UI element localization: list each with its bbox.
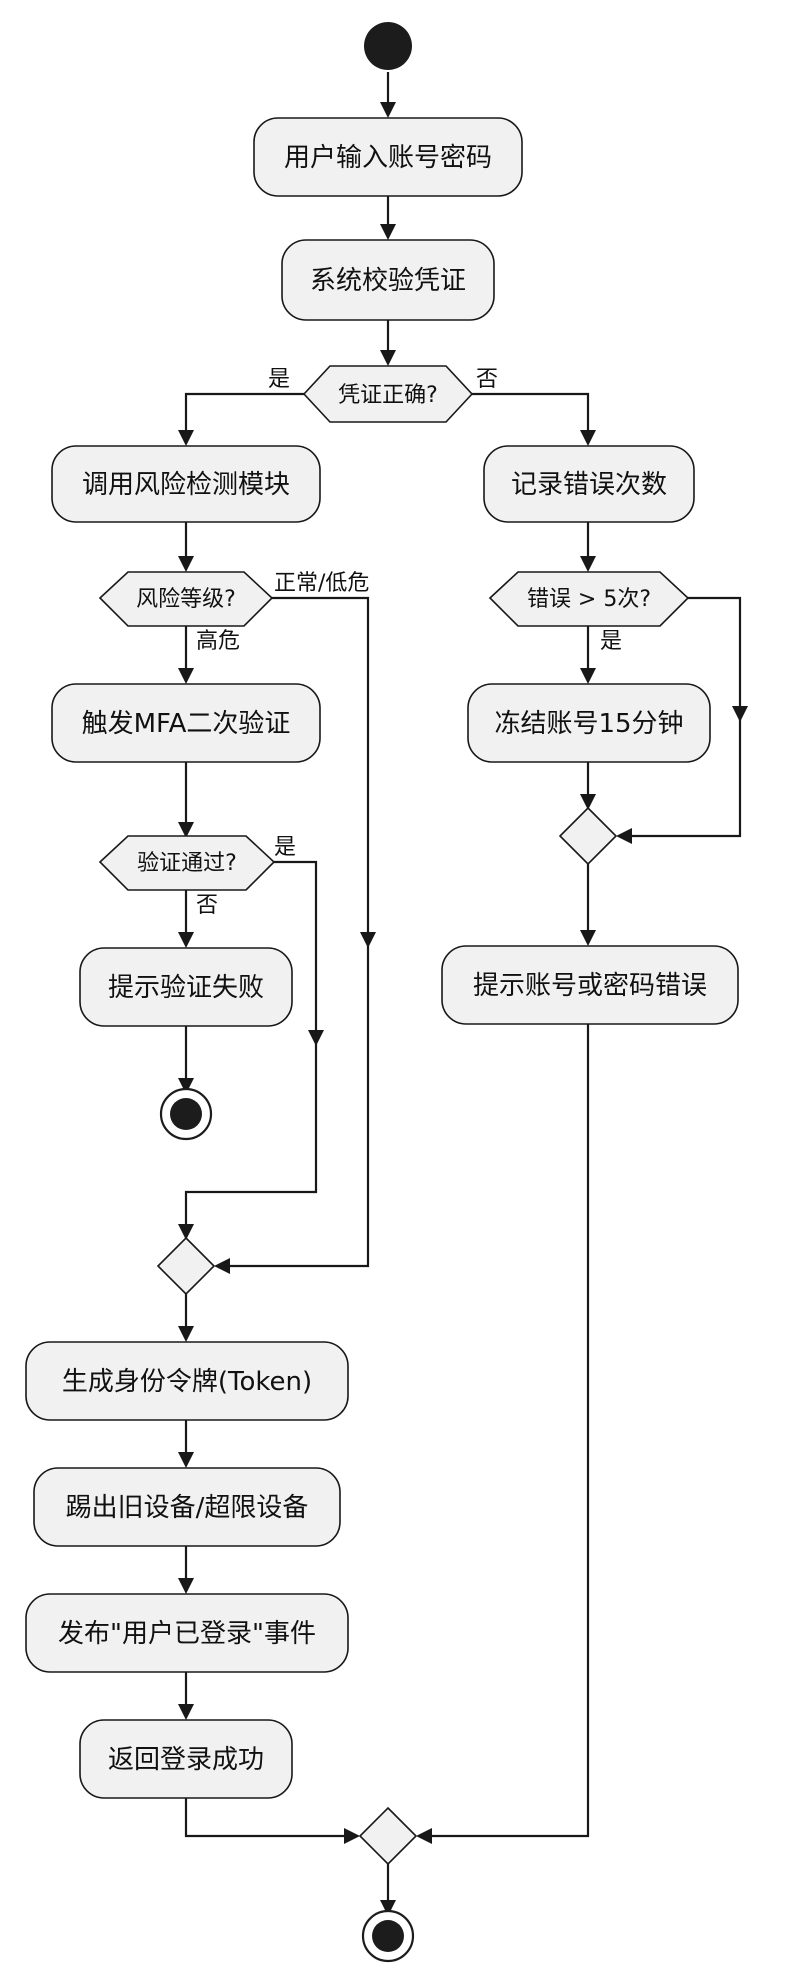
action-token: 生成身份令牌(Token) bbox=[25, 1341, 349, 1421]
action-return-label: 返回登录成功 bbox=[108, 1745, 264, 1775]
arrow-head bbox=[380, 224, 396, 240]
action-return: 返回登录成功 bbox=[79, 1719, 293, 1799]
arrow-head bbox=[178, 1224, 194, 1240]
action-input-label: 用户输入账号密码 bbox=[284, 143, 492, 173]
label-risk-normal: 正常/低危 bbox=[274, 571, 369, 596]
decision-credential: 凭证正确? bbox=[302, 365, 474, 423]
label-cred-no: 否 bbox=[476, 367, 498, 392]
arrow-head bbox=[616, 828, 632, 844]
arrow-head bbox=[580, 794, 596, 810]
arrow-head bbox=[380, 350, 396, 366]
action-publish: 发布"用户已登录"事件 bbox=[25, 1593, 349, 1673]
arrow-head bbox=[178, 1452, 194, 1468]
arrow-head bbox=[178, 1704, 194, 1720]
merge-success bbox=[156, 1236, 216, 1296]
edge-cred-yes-risk bbox=[184, 392, 304, 438]
arrow-head bbox=[416, 1828, 432, 1844]
arrow-head bbox=[178, 1578, 194, 1594]
start-node bbox=[364, 22, 412, 70]
arrow-head bbox=[380, 1900, 396, 1916]
arrow-head bbox=[308, 1030, 324, 1046]
action-mfa-label: 触发MFA二次验证 bbox=[82, 709, 291, 739]
label-risk-high: 高危 bbox=[196, 629, 240, 654]
action-mfa: 触发MFA二次验证 bbox=[51, 683, 321, 763]
edge-mfa-yes-merge bbox=[184, 860, 318, 1232]
arrow-head bbox=[732, 706, 748, 722]
edge-cred-no-record bbox=[472, 392, 590, 438]
label-errors-yes: 是 bbox=[600, 629, 622, 654]
action-risk: 调用风险检测模块 bbox=[51, 445, 321, 523]
action-publish-label: 发布"用户已登录"事件 bbox=[58, 1619, 316, 1649]
action-verify-label: 系统校验凭证 bbox=[310, 266, 466, 296]
arrow-head bbox=[178, 556, 194, 572]
arrow-head bbox=[178, 822, 194, 838]
end-node-final bbox=[361, 1909, 415, 1963]
action-input: 用户输入账号密码 bbox=[253, 117, 523, 197]
edge-errormsg-final bbox=[424, 1024, 590, 1838]
arrow-head bbox=[178, 932, 194, 948]
action-freeze: 冻结账号15分钟 bbox=[467, 683, 711, 763]
arrow-head bbox=[178, 1326, 194, 1342]
action-freeze-label: 冻结账号15分钟 bbox=[494, 709, 683, 739]
decision-risk-label: 风险等级? bbox=[136, 587, 236, 612]
arrow-head bbox=[580, 430, 596, 446]
action-mfa-fail-label: 提示验证失败 bbox=[108, 973, 264, 1003]
action-risk-label: 调用风险检测模块 bbox=[82, 470, 290, 500]
decision-errors-label: 错误 > 5次? bbox=[527, 587, 651, 612]
arrow-head bbox=[178, 1078, 194, 1094]
arrow-head bbox=[580, 668, 596, 684]
merge-final bbox=[358, 1806, 418, 1866]
decision-risk: 风险等级? bbox=[98, 571, 274, 627]
label-cred-yes: 是 bbox=[268, 367, 290, 392]
action-record: 记录错误次数 bbox=[483, 445, 695, 523]
decision-errors: 错误 > 5次? bbox=[488, 571, 690, 627]
arrow-head bbox=[214, 1258, 230, 1274]
arrow-head bbox=[580, 556, 596, 572]
label-mfa-yes: 是 bbox=[274, 835, 296, 860]
action-kick: 踢出旧设备/超限设备 bbox=[33, 1467, 341, 1547]
action-error-msg-label: 提示账号或密码错误 bbox=[473, 971, 707, 1001]
arrow-head bbox=[380, 102, 396, 118]
action-token-label: 生成身份令牌(Token) bbox=[62, 1367, 312, 1397]
action-error-msg: 提示账号或密码错误 bbox=[441, 945, 739, 1025]
action-verify: 系统校验凭证 bbox=[281, 239, 495, 321]
action-record-label: 记录错误次数 bbox=[511, 470, 667, 500]
action-kick-label: 踢出旧设备/超限设备 bbox=[66, 1493, 309, 1523]
label-mfa-no: 否 bbox=[196, 893, 218, 918]
decision-mfa-label: 验证通过? bbox=[137, 851, 237, 876]
arrow-head bbox=[580, 930, 596, 946]
arrow-head bbox=[360, 932, 376, 948]
end-node-failure bbox=[159, 1087, 213, 1141]
decision-credential-label: 凭证正确? bbox=[338, 383, 438, 408]
merge-errors bbox=[558, 806, 618, 866]
edge-return-final bbox=[184, 1798, 352, 1838]
edges bbox=[178, 72, 748, 1916]
arrow-head bbox=[344, 1828, 360, 1844]
action-mfa-fail: 提示验证失败 bbox=[79, 947, 293, 1027]
arrow-head bbox=[178, 668, 194, 684]
arrow-head bbox=[178, 430, 194, 446]
decision-mfa: 验证通过? bbox=[98, 835, 276, 891]
